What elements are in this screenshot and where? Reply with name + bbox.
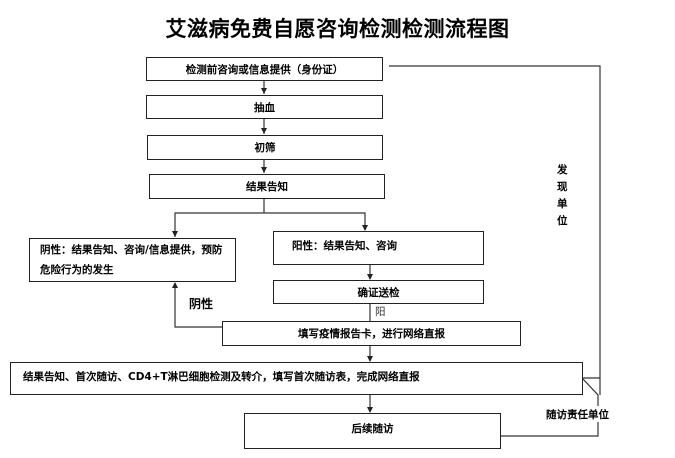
step-text: 确证送检 (357, 286, 400, 299)
discover-unit-label: 发现单位 (557, 164, 568, 227)
step-negative-result: 阴性：结果告知、咨询/信息提供，预防危险行为的发生 (29, 238, 236, 282)
step-result-notify: 结果告知 (149, 174, 385, 199)
step-text: 填写疫情报告卡，进行网络直报 (298, 328, 445, 340)
step-text: 阳性：结果告知、咨询 (292, 240, 397, 252)
page-title: 艾滋病免费自愿咨询检测检测流程图 (165, 17, 510, 41)
step-confirm-test: 确证送检 (273, 280, 484, 304)
step-text: 抽血 (254, 101, 275, 114)
step-text: 阴性：结果告知、咨询/信息提供，预防危险行为的发生 (40, 244, 223, 276)
negative-label: 阴性 (189, 297, 214, 311)
step-text: 检测前咨询或信息提供（身份证） (185, 63, 344, 76)
step-text: 结果告知、首次随访、CD4+T淋巴细胞检测及转介，填写首次随访表，完成网络直报 (23, 371, 420, 383)
step-blood-draw: 抽血 (146, 95, 383, 119)
step-screening: 初筛 (147, 135, 383, 160)
step-first-followup: 结果告知、首次随访、CD4+T淋巴细胞检测及转介，填写首次随访表，完成网络直报 (10, 362, 583, 395)
positive-label: 阳 (375, 306, 386, 318)
step-later-followup: 后续随访 (244, 413, 501, 449)
followup-unit-label: 随访责任单位 (546, 409, 609, 421)
step-positive-result: 阳性：结果告知、咨询 (273, 231, 484, 265)
step-report-card: 填写疫情报告卡，进行网络直报 (222, 321, 521, 346)
step-text: 初筛 (254, 142, 276, 154)
step-text: 后续随访 (351, 423, 394, 435)
step-pre-test-counseling: 检测前咨询或信息提供（身份证） (146, 57, 383, 81)
step-text: 结果告知 (246, 181, 288, 193)
